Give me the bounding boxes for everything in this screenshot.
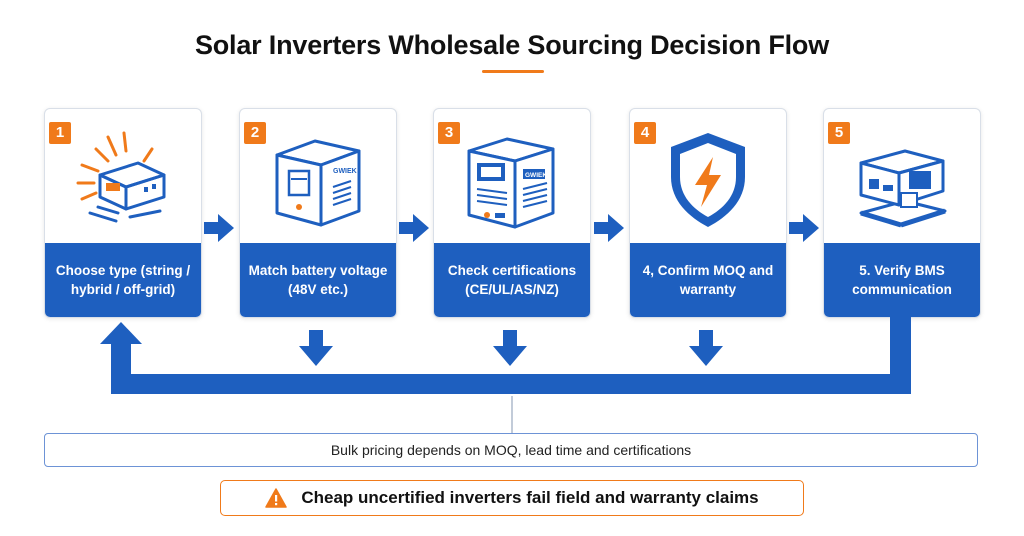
arrow-down-icon	[689, 330, 723, 366]
inverter-sun-icon	[76, 131, 166, 223]
shield-bolt-icon	[671, 133, 745, 227]
step-label: 4, Confirm MOQ and warranty	[630, 243, 786, 317]
step-badge: 4	[634, 122, 656, 144]
arrow-right-icon	[789, 214, 819, 242]
info-note: Bulk pricing depends on MOQ, lead time a…	[44, 433, 978, 467]
certified-inverter-icon: GWIEK	[467, 137, 555, 229]
arrow-up-icon	[100, 322, 142, 344]
bms-module-icon	[859, 149, 947, 228]
brand-label: GWIEK	[333, 168, 357, 175]
brand-label: GWIEK	[525, 172, 547, 179]
title-underline	[482, 70, 544, 73]
arrow-right-icon	[204, 214, 234, 242]
step-card-1: 1 Choose type (string / hybrid / off-gri…	[44, 108, 202, 318]
step-badge: 5	[828, 122, 850, 144]
step-card-3: 3 GWIEK Check certifications (CE/UL/AS/	[433, 108, 591, 318]
warning-text: Cheap uncertified inverters fail field a…	[301, 488, 759, 507]
battery-inverter-icon: GWIEK	[275, 139, 361, 227]
arrow-down-icon	[299, 330, 333, 366]
arrow-right-icon	[594, 214, 624, 242]
arrow-down-icon	[493, 330, 527, 366]
step-card-4: 4 4, Confirm MOQ and warranty	[629, 108, 787, 318]
step-label: Match battery voltage (48V etc.)	[240, 243, 396, 317]
step-card-2: 2 GWIEK Match battery voltage (48V etc.)	[239, 108, 397, 318]
warning-icon	[265, 488, 288, 508]
step-card-5: 5 5. Verify BMS communication	[823, 108, 981, 318]
info-text: Bulk pricing depends on MOQ, lead time a…	[330, 442, 692, 458]
page-title: Solar Inverters Wholesale Sourcing Decis…	[194, 30, 830, 60]
loop-riser-left	[111, 342, 131, 394]
loop-bar	[111, 374, 911, 394]
step-label: Choose type (string / hybrid / off-grid)	[45, 243, 201, 317]
step-badge: 1	[49, 122, 71, 144]
loop-riser-right	[890, 316, 911, 394]
arrow-right-icon	[399, 214, 429, 242]
step-label: 5. Verify BMS communication	[824, 243, 980, 317]
step-label: Check certifications (CE/UL/AS/NZ)	[434, 243, 590, 317]
warning-note: Cheap uncertified inverters fail field a…	[220, 480, 804, 516]
step-badge: 2	[244, 122, 266, 144]
step-badge: 3	[438, 122, 460, 144]
